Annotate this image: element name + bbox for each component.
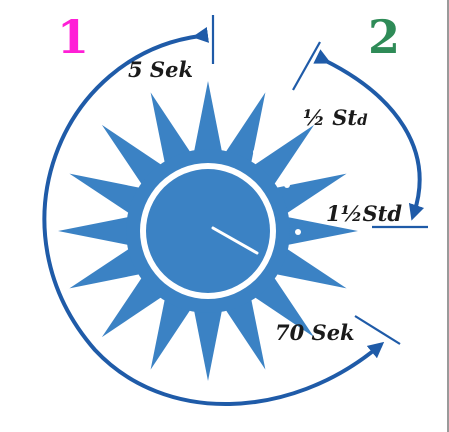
label-half-hour: ½ Std	[303, 107, 368, 128]
arrow-step-1	[42, 26, 385, 407]
sun-ray	[192, 81, 224, 158]
arrow-step-2	[313, 49, 425, 221]
ray-dot	[253, 149, 259, 155]
dial-knob	[146, 169, 270, 293]
label-half-hour-text: ½ St	[303, 105, 358, 130]
label-one-half-hour: 1½Std	[326, 201, 403, 226]
label-5-sek: 5 Sek	[128, 57, 193, 82]
label-70-sek: 70 Sek	[275, 320, 355, 345]
step-number-1: 1	[57, 10, 90, 64]
ray-dot	[284, 182, 290, 188]
marker-half-hour	[292, 41, 321, 91]
sun-ray	[192, 304, 224, 381]
ray-dot	[295, 229, 301, 235]
sun-ray	[150, 92, 194, 169]
sun-ray	[69, 173, 146, 217]
sun-ray	[150, 293, 194, 370]
marker-70-sek	[354, 315, 401, 345]
frame-border	[447, 0, 449, 432]
step-number-2: 2	[368, 10, 401, 64]
label-half-hour-unit: d	[357, 111, 368, 129]
sun-ray	[69, 245, 146, 289]
sun-ray	[58, 215, 135, 247]
